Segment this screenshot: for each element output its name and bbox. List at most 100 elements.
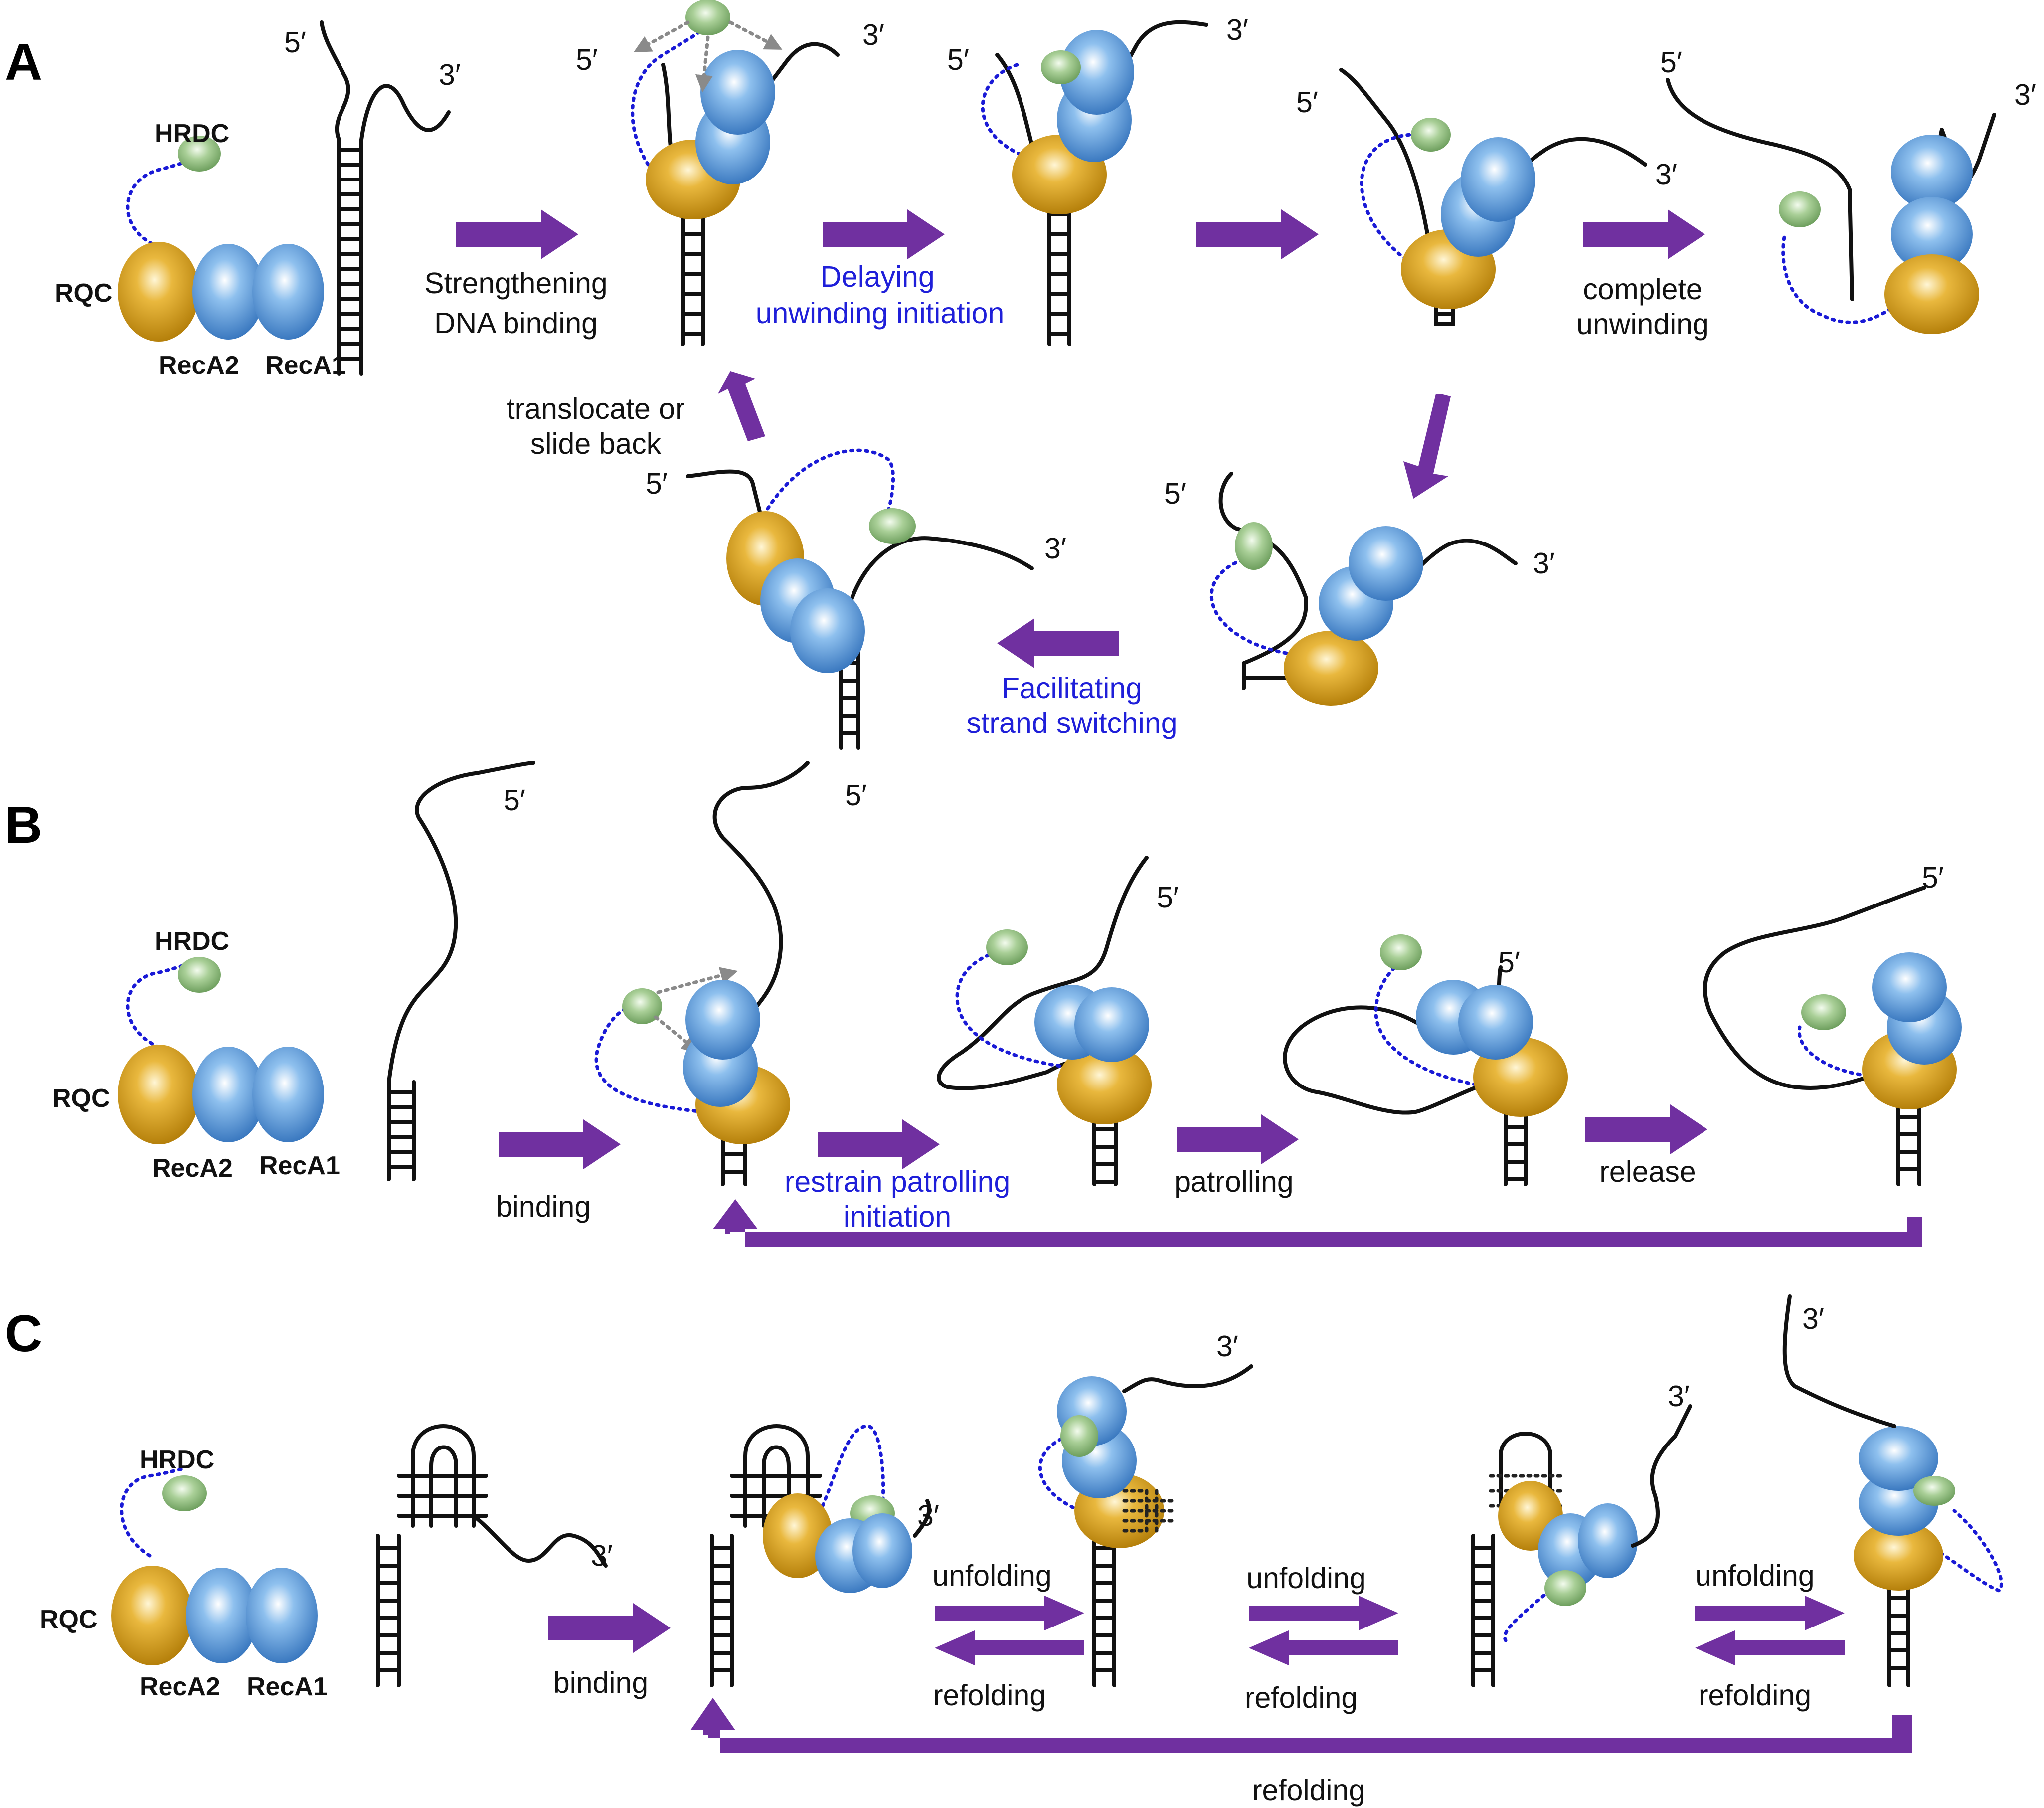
five-prime-label: 5′ <box>1498 946 1520 979</box>
linker <box>594 1000 705 1114</box>
dna-strand <box>686 469 765 526</box>
c-state-unfolding-1: 3′ <box>1038 1330 1253 1687</box>
strengthen-label-2: DNA binding <box>434 307 598 340</box>
hrdc-search-arrow <box>695 35 713 93</box>
dna-duplex-rungs <box>710 1546 734 1672</box>
g-quadruplex <box>397 1424 488 1528</box>
reca1-domain <box>1872 952 1947 1022</box>
dna-strand <box>1703 886 1926 1186</box>
hrdc-search-arrow <box>656 967 738 994</box>
dna-strand <box>1218 472 1308 690</box>
reca1-domain <box>852 1513 912 1588</box>
linker <box>631 23 710 167</box>
five-prime-label: 5′ <box>1922 861 1944 894</box>
reca2-domain <box>1891 197 1973 272</box>
five-prime-label: 5′ <box>1660 46 1682 79</box>
c-state-unfolded: 3′ <box>1782 1294 2003 1687</box>
reca1-domain <box>1059 30 1134 115</box>
five-prime-label: 5′ <box>284 26 306 59</box>
dna-strand <box>710 1534 734 1687</box>
linker <box>1503 1584 1557 1642</box>
dna-duplex-rungs <box>681 212 705 336</box>
hrdc-domain <box>1235 522 1273 570</box>
b-patrolling-label: patrolling <box>1174 1165 1293 1198</box>
a-state-complete: 5′ 3′ <box>1660 46 2036 334</box>
hrdc-domain <box>1913 1476 1955 1506</box>
five-prime-label: 5′ <box>1296 86 1318 119</box>
c-unfolding-label-1: unfolding <box>932 1559 1052 1592</box>
g4-unfolding-strands <box>1122 1489 1176 1533</box>
reca1-domain <box>1859 1426 1938 1491</box>
five-prime-label: 5′ <box>504 784 525 817</box>
c-refolding-label-2: refolding <box>1245 1681 1358 1714</box>
reca1-label: RecA1 <box>247 1672 328 1701</box>
delay-label-1: Delaying <box>820 260 935 293</box>
three-prime-label: 3′ <box>1802 1302 1824 1335</box>
dna-strand <box>1631 1404 1692 1548</box>
complete-label-2: unwinding <box>1576 308 1709 341</box>
step-arrow <box>1177 1114 1299 1164</box>
translocate-label-1: translocate or <box>507 392 684 425</box>
forward-arrow <box>935 1596 1084 1630</box>
translocate-label-2: slide back <box>530 427 662 460</box>
reca1-domain <box>685 980 760 1060</box>
rqc-domain <box>1854 1521 1943 1591</box>
a-state-unwinding: 5′ 3′ <box>1296 68 1677 326</box>
reca1-domain <box>246 1568 318 1663</box>
three-prime-label: 3′ <box>2014 78 2036 111</box>
step-arrow <box>818 1119 940 1169</box>
five-prime-label: 5′ <box>947 43 969 76</box>
linker <box>766 448 895 516</box>
dna-strand <box>712 761 810 1186</box>
reca1-domain <box>790 588 865 673</box>
rqc-domain <box>763 1493 833 1578</box>
reca1-domain <box>252 244 324 340</box>
a-state-hrdc-switch: 5′ 3′ <box>1164 472 1555 706</box>
a-helicase-free: HRDC RQC RecA2 RecA1 <box>55 119 346 380</box>
switch-label-2: strand switching <box>966 707 1177 739</box>
rqc-label: RQC <box>55 279 113 308</box>
linker <box>981 63 1029 159</box>
hrdc-domain <box>622 988 662 1024</box>
dna-strand <box>913 1499 931 1538</box>
hrdc-domain <box>178 957 221 993</box>
linker <box>1209 556 1288 655</box>
strengthen-label-1: Strengthening <box>424 267 607 300</box>
hrdc-domain <box>1544 1570 1586 1606</box>
three-prime-label: 3′ <box>917 1499 939 1532</box>
g-quadruplex <box>730 1424 822 1528</box>
three-prime-label: 3′ <box>1655 158 1677 191</box>
b-helicase-free: HRDC RQC RecA2 RecA1 <box>52 927 340 1183</box>
c-state-unfolding-2: 3′ <box>1471 1380 1692 1687</box>
reca1-domain <box>700 50 775 135</box>
reca2-label: RecA2 <box>140 1672 220 1701</box>
c-unfolding-label-3: unfolding <box>1695 1559 1815 1592</box>
rqc-domain <box>111 1566 193 1665</box>
forward-arrow <box>1695 1596 1845 1630</box>
rqc-label: RQC <box>52 1084 110 1113</box>
a-forked-dna: 5′ 3′ <box>284 20 461 376</box>
three-prime-label: 3′ <box>1668 1380 1690 1413</box>
dna-duplex-rungs <box>1471 1546 1495 1672</box>
three-prime-label: 3′ <box>1226 13 1248 46</box>
three-prime-label: 3′ <box>591 1539 613 1572</box>
reca1-label: RecA1 <box>259 1151 340 1180</box>
hrdc-domain <box>1411 118 1451 152</box>
b-state-bound: 5′ <box>594 761 867 1186</box>
hrdc-domain <box>178 136 221 172</box>
dna-duplex-rungs <box>376 1546 401 1672</box>
reca1-domain <box>1349 526 1423 601</box>
five-prime-label: 5′ <box>1164 477 1186 510</box>
five-prime-label: 5′ <box>646 467 668 500</box>
rqc-domain <box>1884 254 1979 334</box>
dna-strand <box>472 1514 608 1568</box>
c-refolding-label-3: refolding <box>1699 1679 1811 1712</box>
dna-strand <box>1092 1534 1116 1687</box>
b-release-label: release <box>1599 1155 1696 1188</box>
panel-label-c: C <box>5 1305 42 1363</box>
hrdc-domain <box>986 929 1028 965</box>
dna-strand <box>387 761 535 1181</box>
a-state-switched: 5′ 3′ <box>646 448 1066 750</box>
hrdc-domain <box>1041 50 1081 84</box>
